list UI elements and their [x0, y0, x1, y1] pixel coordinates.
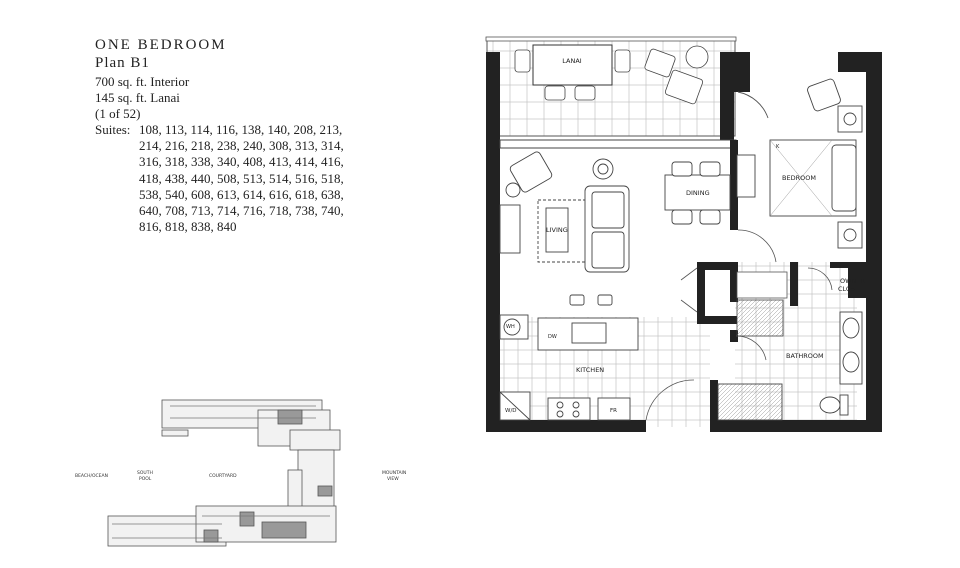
suites-values: 108, 113, 114, 116, 138, 140, 208, 213, …	[139, 122, 344, 235]
bathroom-fixtures	[717, 311, 863, 421]
label-courtyard: COURTYARD	[209, 473, 237, 479]
label-owner: OWNER	[840, 277, 866, 285]
exterior-walls	[486, 52, 882, 432]
unit-type-title: ONE BEDROOM	[95, 37, 227, 53]
label-k: K	[776, 144, 780, 150]
label-view: VIEW	[387, 476, 399, 482]
doors	[645, 229, 833, 421]
site-plan	[107, 399, 341, 547]
label-kitchen: KITCHEN	[576, 366, 604, 374]
lanai-area-drawing	[485, 36, 737, 137]
label-dining: DINING	[686, 189, 710, 197]
suites-list: Suites: 108, 113, 114, 116, 138, 140, 20…	[95, 122, 355, 235]
label-south: SOUTH	[137, 470, 153, 476]
unit-count: (1 of 52)	[95, 106, 141, 121]
plan-name: Plan B1	[95, 55, 150, 71]
label-lanai: LANAI	[562, 57, 582, 65]
interior-area: 700 sq. ft. Interior	[95, 74, 190, 89]
label-beach-ocean: BEACH/OCEAN	[75, 473, 108, 479]
label-wh: WH	[506, 324, 515, 330]
label-bathroom: BATHROOM	[786, 352, 824, 360]
label-pool: POOL	[139, 476, 152, 482]
label-living: LIVING	[546, 226, 568, 234]
interior-walls	[697, 140, 866, 428]
plan-info: ONE BEDROOM Plan B1 700 sq. ft. Interior…	[95, 36, 355, 235]
label-mountain: MOUNTAIN	[382, 470, 406, 476]
label-wd: W/D	[505, 408, 517, 414]
label-bedroom: BEDROOM	[782, 174, 816, 182]
living-furniture	[499, 151, 756, 273]
bedroom-furniture	[737, 78, 863, 249]
label-closet: CLOSET	[838, 285, 863, 293]
lanai-area: 145 sq. ft. Lanai	[95, 90, 180, 105]
label-dw: DW	[548, 334, 557, 340]
suites-label: Suites:	[95, 122, 131, 137]
kitchen-furniture	[499, 294, 639, 421]
label-fr: FR	[610, 408, 617, 414]
